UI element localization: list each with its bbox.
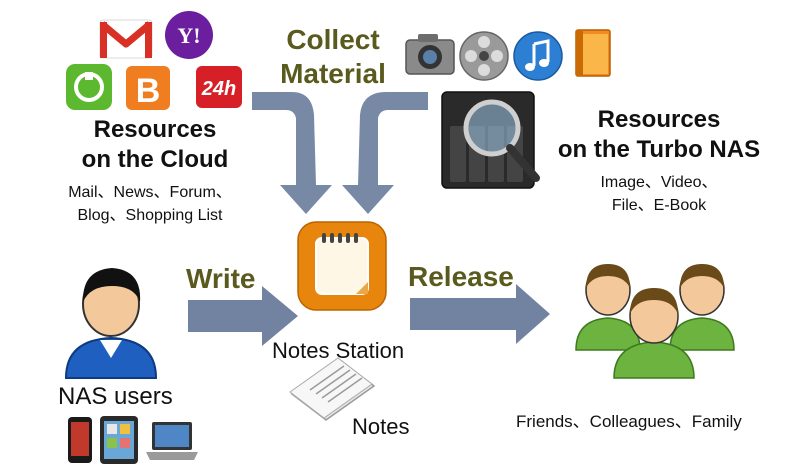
film-reel-icon [459,31,509,81]
audience-label: Friends、Colleagues、Family [516,412,742,431]
yahoo-icon: Y! [165,11,213,59]
ebook-icon [575,29,611,77]
cloud-title-line1: Resources [93,116,217,143]
laptop-icon [146,422,198,460]
nas-title-line2: on the Turbo NAS [557,136,761,163]
blogger-icon: B [126,66,170,110]
nas-user-person-icon [64,268,158,379]
evernote-icon [66,64,112,110]
nas-title-line1: Resources [597,106,721,133]
svg-text:24h: 24h [201,78,236,100]
cloud-desc-line2: Blog、Shopping List [77,207,223,224]
nas-desc-line1: Image、Video、 [600,174,718,191]
gmail-icon [99,19,153,59]
svg-text:B: B [136,72,161,110]
release-label: Release [408,261,514,292]
nas-users-label: NAS users [58,383,173,410]
smartphone-icon [68,417,92,463]
cloud-desc-line1: Mail、News、Forum、 [68,184,232,201]
notes-label: Notes [352,414,410,439]
collect-label-line2: Material [280,58,386,89]
music-icon [513,31,563,81]
audience-group-icon [575,264,735,379]
nas-desc-line2: File、E-Book [611,197,707,214]
tablet-icon [100,416,138,464]
release-arrow [410,284,550,344]
news-24h-icon: 24h [196,66,242,108]
turbo-nas-device-icon [441,91,540,189]
collect-arrow-nas [342,92,428,214]
svg-text:Y!: Y! [177,23,200,48]
write-arrow [188,286,298,346]
write-label: Write [186,263,256,294]
notes-document-icon [289,357,376,421]
cloud-title-line2: on the Cloud [81,146,229,173]
notes-station-app-icon [297,221,387,311]
collect-arrow-cloud [252,92,332,214]
collect-label-line1: Collect [286,24,380,55]
camera-icon [405,34,455,75]
